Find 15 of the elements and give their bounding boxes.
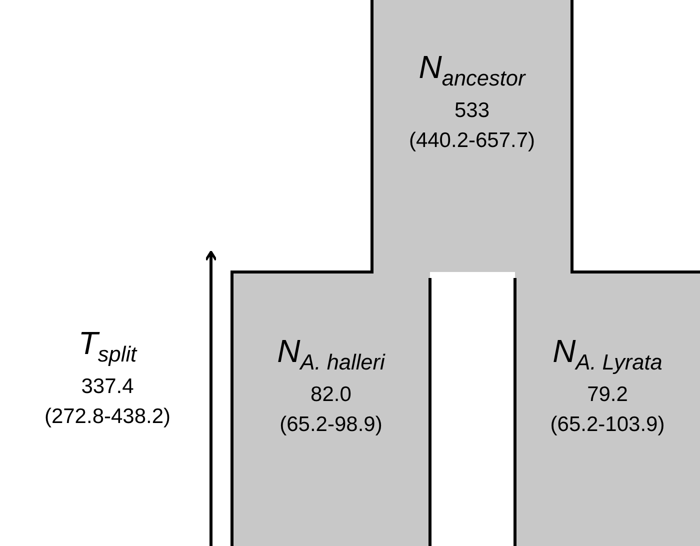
population-size-label: N$_{ancestor}$: [418, 50, 526, 93]
estimate-value: 337.4: [81, 374, 134, 400]
population-region: [232, 272, 430, 546]
population-region: [372, 0, 572, 272]
population-size-label: N$_{A. halleri}$: [277, 334, 385, 377]
estimate-value: 82.0: [310, 382, 352, 408]
confidence-interval: (272.8-438.2): [44, 404, 171, 430]
confidence-interval: (65.2-98.9): [280, 412, 382, 438]
estimate-value: 79.2: [587, 382, 628, 408]
split-time-label: T$_{split}$: [78, 326, 137, 369]
estimate-value: 533: [454, 98, 490, 124]
population-size-label: N$_{A. Lyrata}$: [552, 334, 662, 377]
population-region: [515, 272, 700, 546]
confidence-interval: (65.2-103.9): [550, 412, 665, 438]
confidence-interval: (440.2-657.7): [408, 128, 536, 154]
